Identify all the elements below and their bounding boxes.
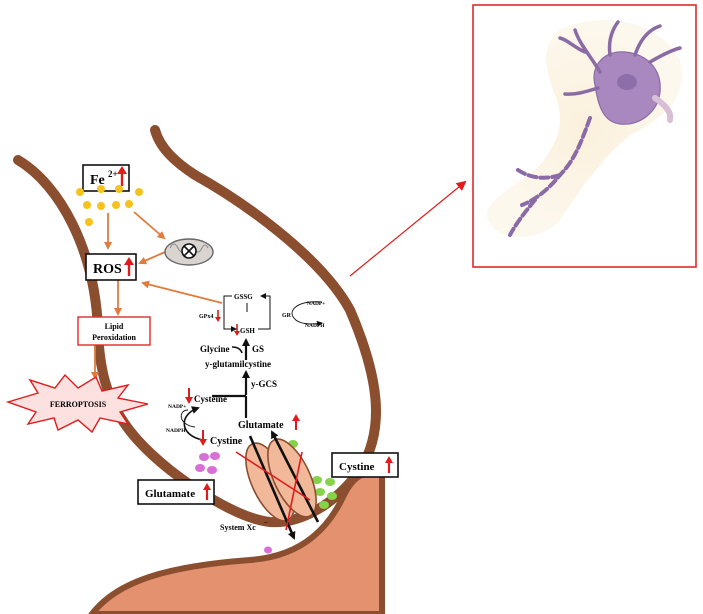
glutamate-out-label: Glutamate (145, 488, 195, 500)
gr-label: GR (282, 313, 292, 319)
gamma-glutamylcystine-label: y-glutamilcystine (205, 359, 271, 369)
cysteine-reduction: Cysteine NADP+ NADPH Cystine Glutamate (166, 388, 300, 447)
glutathione-cycle: GSSG GSH GPx4 GR NADP+ NADPH (199, 293, 325, 336)
lipid-peroxidation-box: Lipid Peroxidation (77, 316, 151, 346)
gsh-synthesis: Glycine GS y-glutamilcystine y-GCS (200, 338, 277, 418)
cysteine-label: Cysteine (194, 394, 227, 404)
up-arrow-icon (203, 483, 211, 500)
lipid-line1: Lipid (105, 322, 124, 331)
down-arrow-icon (185, 388, 193, 404)
up-arrow-icon (292, 414, 300, 430)
glutamate-out-box: Glutamate (137, 479, 215, 505)
cystine-in-label: Cystine (210, 436, 243, 447)
glycine-label: Glycine (200, 344, 230, 354)
down-arrow-icon (215, 310, 221, 322)
mitochondrion-icon (164, 238, 214, 266)
pointer-arrow (349, 180, 467, 277)
up-arrow-icon (124, 257, 134, 276)
lipid-line2: Peroxidation (92, 333, 136, 342)
up-arrow-icon (117, 166, 127, 186)
orange-arrows (91, 211, 223, 380)
fe-label: Fe (90, 173, 105, 188)
ros-label: ROS (93, 262, 122, 277)
nadph-gr-label: NADPH (305, 323, 325, 329)
glutamate-dots (195, 452, 272, 554)
system-xc-superscript: − (264, 519, 268, 527)
up-arrow-icon (385, 456, 393, 473)
system-xc-label: System Xc (220, 523, 256, 532)
gsh-label: GSH (240, 327, 255, 335)
gpx4-label: GPx4 (199, 314, 213, 320)
nadp-cys-label: NADP+ (168, 404, 186, 410)
down-arrow-icon (234, 324, 240, 336)
ferroptosis-label: FERROPTOSIS (50, 400, 107, 409)
cystine-out-box: Cystine (331, 452, 399, 478)
fe-superscript: 2+ (108, 169, 118, 179)
fe2-box: Fe 2+ (82, 164, 130, 192)
nadp-gr-label: NADP+ (307, 301, 325, 307)
cystine-out-label: Cystine (339, 461, 375, 473)
gs-label: GS (252, 344, 264, 354)
down-arrow-icon (199, 430, 207, 446)
neuron-icon (486, 20, 682, 237)
ros-box: ROS (85, 253, 137, 281)
nadph-cys-label: NADPH (166, 428, 186, 434)
system-xc-transporter: System Xc − (220, 430, 320, 540)
neuron-panel (472, 4, 697, 268)
gamma-gcs-label: y-GCS (251, 379, 277, 389)
glutamate-in-label: Glutamate (238, 420, 284, 431)
iron-dots (76, 185, 143, 226)
gssg-label: GSSG (234, 293, 253, 301)
ferroptosis-burst: FERROPTOSIS (5, 373, 149, 434)
